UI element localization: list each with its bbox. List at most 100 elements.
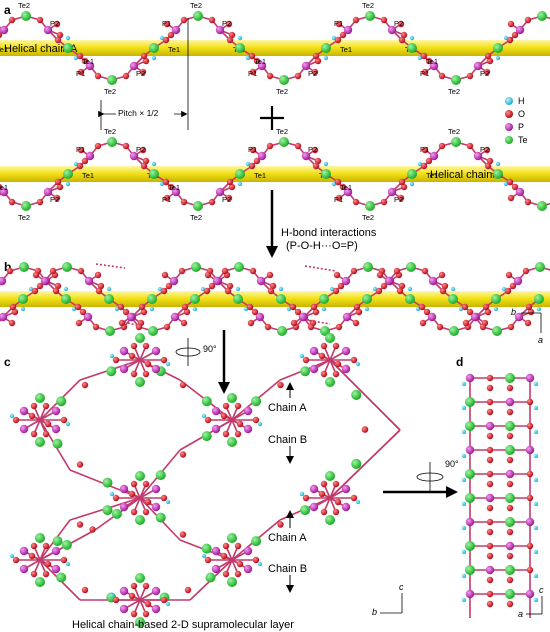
atom-p <box>212 276 222 286</box>
atom-o <box>252 556 260 564</box>
atom-o <box>162 36 170 44</box>
atom-p <box>243 424 253 434</box>
atom-p <box>51 564 61 574</box>
atom-o <box>314 57 322 65</box>
atom-o <box>312 308 320 316</box>
atom-h <box>461 573 467 579</box>
atom-te <box>205 572 216 583</box>
atom-te <box>365 11 375 21</box>
atom-o <box>139 68 147 76</box>
atom-o <box>8 319 16 327</box>
atom-p <box>129 61 139 71</box>
atom-o <box>139 146 147 154</box>
axis-d-a-label: a <box>518 609 523 619</box>
atom-label-te2: Te2 <box>18 1 30 10</box>
atom-p <box>387 25 397 35</box>
atom-te <box>505 421 515 431</box>
atom-o <box>339 31 347 39</box>
atom-h <box>533 501 539 507</box>
atom-p <box>170 312 180 322</box>
atom-te <box>35 393 45 403</box>
atom-o <box>180 16 188 24</box>
atom-p <box>84 276 94 286</box>
atom-o <box>12 416 20 424</box>
atom-o <box>246 303 254 311</box>
atom-label-te1: Te1 <box>82 57 94 66</box>
atom-o <box>486 374 494 382</box>
atom-o <box>130 480 138 488</box>
atom-te <box>505 445 515 455</box>
atom-o <box>30 542 38 550</box>
atom-p <box>169 276 179 286</box>
atom-te <box>234 262 244 272</box>
atom-o <box>222 430 230 438</box>
atom-h <box>109 491 115 497</box>
panel-b-lower-chain <box>0 262 544 336</box>
atom-h <box>461 597 467 603</box>
atom-o <box>506 456 514 464</box>
atom-te <box>448 294 458 304</box>
atom-o <box>421 146 429 154</box>
atom-p <box>171 25 181 35</box>
atom-o <box>484 308 492 316</box>
atom-h <box>533 597 539 603</box>
atom-o <box>179 531 187 538</box>
atom-o <box>95 287 103 295</box>
atom-te <box>149 43 159 53</box>
atom-p <box>243 406 253 416</box>
atom-o <box>112 596 120 604</box>
atom-o <box>312 52 320 60</box>
atom-p <box>51 546 61 556</box>
atom-p <box>215 25 225 35</box>
atom-o <box>526 470 534 478</box>
helical-chain-b-label: Helical chain-B <box>430 169 503 181</box>
legend-o-swatch <box>505 110 513 118</box>
atom-o <box>483 68 491 76</box>
atom-label-te1: Te1 <box>254 57 266 66</box>
atom-h <box>235 286 241 292</box>
atom-o <box>486 432 494 440</box>
atom-h <box>533 405 539 411</box>
atom-h <box>237 35 243 41</box>
atom-p <box>341 276 351 286</box>
atom-o <box>511 31 519 39</box>
atom-o <box>138 303 146 311</box>
atom-o <box>269 282 277 290</box>
atom-o <box>339 183 347 191</box>
atom-p <box>505 397 515 407</box>
atom-o <box>208 16 216 24</box>
atom-o <box>179 451 187 458</box>
atom-p <box>505 469 515 479</box>
atom-o <box>128 490 136 498</box>
atom-te <box>493 169 503 179</box>
atom-te <box>227 393 237 403</box>
atom-p <box>341 364 351 374</box>
legend-h-swatch <box>505 97 513 105</box>
atom-h <box>461 477 467 483</box>
atom-o <box>486 600 494 608</box>
atom-label-te2: Te2 <box>448 87 460 96</box>
atom-o <box>112 356 120 364</box>
atom-h <box>109 593 115 599</box>
atom-o <box>526 542 534 550</box>
atom-o <box>251 308 259 316</box>
atom-o <box>60 416 68 424</box>
atom-te <box>135 471 145 481</box>
atom-p <box>301 61 311 71</box>
atom-o <box>142 342 150 350</box>
atom-o <box>266 271 274 279</box>
atom-o <box>130 342 138 350</box>
axis-d-c-label: c <box>539 585 544 595</box>
atom-te <box>465 397 475 407</box>
atom-p <box>343 187 353 197</box>
atom-label-te2: Te2 <box>104 127 116 136</box>
atom-o <box>77 267 85 275</box>
atom-p <box>309 484 319 494</box>
atom-o <box>380 198 388 206</box>
atom-o <box>334 498 342 506</box>
legend-o-label: O <box>518 109 525 119</box>
atom-te <box>365 201 375 211</box>
atom-h <box>165 499 171 505</box>
atom-p <box>151 586 161 596</box>
